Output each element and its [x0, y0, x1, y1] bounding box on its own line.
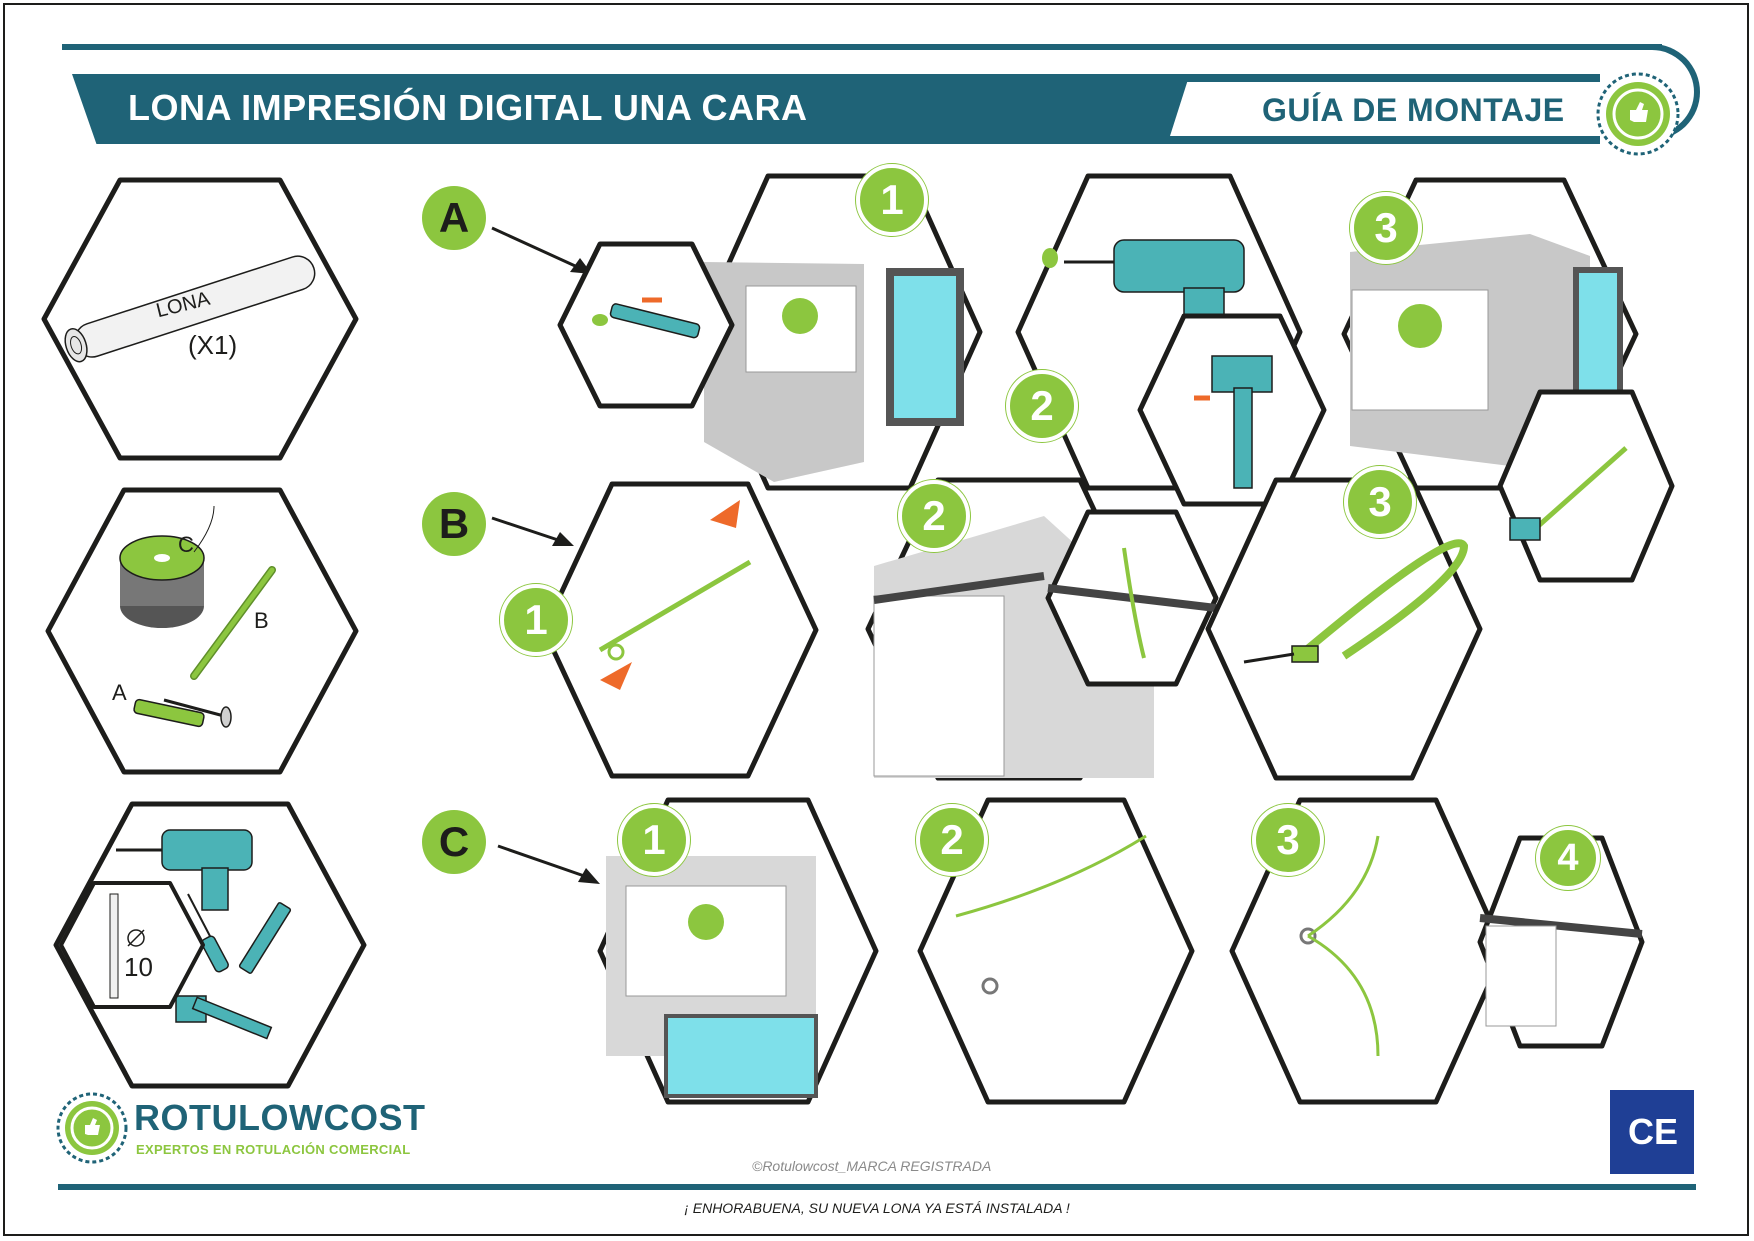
step-a2-detail-hex — [1137, 313, 1327, 507]
step-c2-badge: 2 — [916, 804, 988, 876]
header-top-rule — [62, 44, 1662, 50]
section-c-badge: C — [422, 810, 486, 874]
pencil-icon — [238, 902, 292, 974]
label-a: A — [112, 680, 127, 705]
step-a1-detail-hex — [557, 241, 735, 409]
page-border — [3, 3, 1749, 1236]
drill-icon — [116, 829, 253, 911]
step-b2-detail-hex — [1045, 509, 1219, 687]
step-c3-badge: 3 — [1252, 804, 1324, 876]
eu-flag-icon — [1610, 1090, 1694, 1174]
step-b2-badge: 2 — [898, 480, 970, 552]
step-a3-badge: 3 — [1350, 192, 1422, 264]
label-b: B — [254, 608, 269, 633]
ce-eu-mark-icon: CE — [1628, 1111, 1679, 1152]
brand-tagline: EXPERTOS EN ROTULACIÓN COMERCIAL — [136, 1142, 411, 1157]
rotulowcost-logo-icon — [56, 1092, 128, 1164]
drill-bit-size: 10 — [124, 952, 153, 982]
step-c2-hex — [917, 797, 1195, 1105]
materials-hex-tools — [53, 801, 367, 1089]
step-c3-hex — [1229, 797, 1507, 1105]
step-b2-hex — [865, 477, 1154, 781]
section-b-arrow — [491, 516, 574, 546]
hammer-icon — [175, 995, 273, 1040]
materials-hex-lona — [41, 177, 359, 461]
step-c1-hex — [597, 797, 879, 1105]
screwdriver-icon — [187, 893, 229, 973]
guide-box — [1170, 82, 1600, 136]
page-title: LONA IMPRESIÓN DIGITAL UNA CARA — [128, 87, 808, 128]
step-b3-hex — [1205, 477, 1483, 781]
step-c1-badge: 1 — [618, 804, 690, 876]
copyright: ©Rotulowcost_MARCA REGISTRADA — [752, 1158, 992, 1174]
cord-spool-icon — [119, 505, 215, 628]
wall-plug-icon — [133, 698, 232, 728]
materials-hex-fixings — [45, 487, 359, 775]
section-a-badge: A — [422, 186, 486, 250]
step-b1-hex — [541, 481, 819, 779]
footer-rule — [58, 1184, 1696, 1190]
step-c4-hex — [1477, 835, 1645, 1049]
brand-name: ROTULOWCOST — [134, 1097, 426, 1138]
section-b-badge: B — [422, 492, 486, 556]
rotulowcost-seal-icon — [1596, 72, 1680, 156]
label-c: C — [178, 532, 194, 557]
drill-bit-hex — [59, 881, 205, 1009]
step-a3-detail-hex — [1497, 389, 1675, 583]
step-a1-badge: 1 — [856, 164, 928, 236]
step-b1-badge: 1 — [500, 584, 572, 656]
step-b3-badge: 3 — [1344, 466, 1416, 538]
guide-title: GUÍA DE MONTAJE — [1262, 92, 1565, 128]
step-a3-hex — [1341, 177, 1639, 491]
step-a2-badge: 2 — [1006, 370, 1078, 442]
footer-message: ¡ ENHORABUENA, SU NUEVA LONA YA ESTÁ INS… — [684, 1200, 1070, 1216]
step-c4-badge: 4 — [1536, 826, 1600, 890]
section-c-arrow — [497, 844, 600, 884]
step-a1-hex — [695, 173, 983, 491]
lona-count: (X1) — [188, 330, 238, 360]
